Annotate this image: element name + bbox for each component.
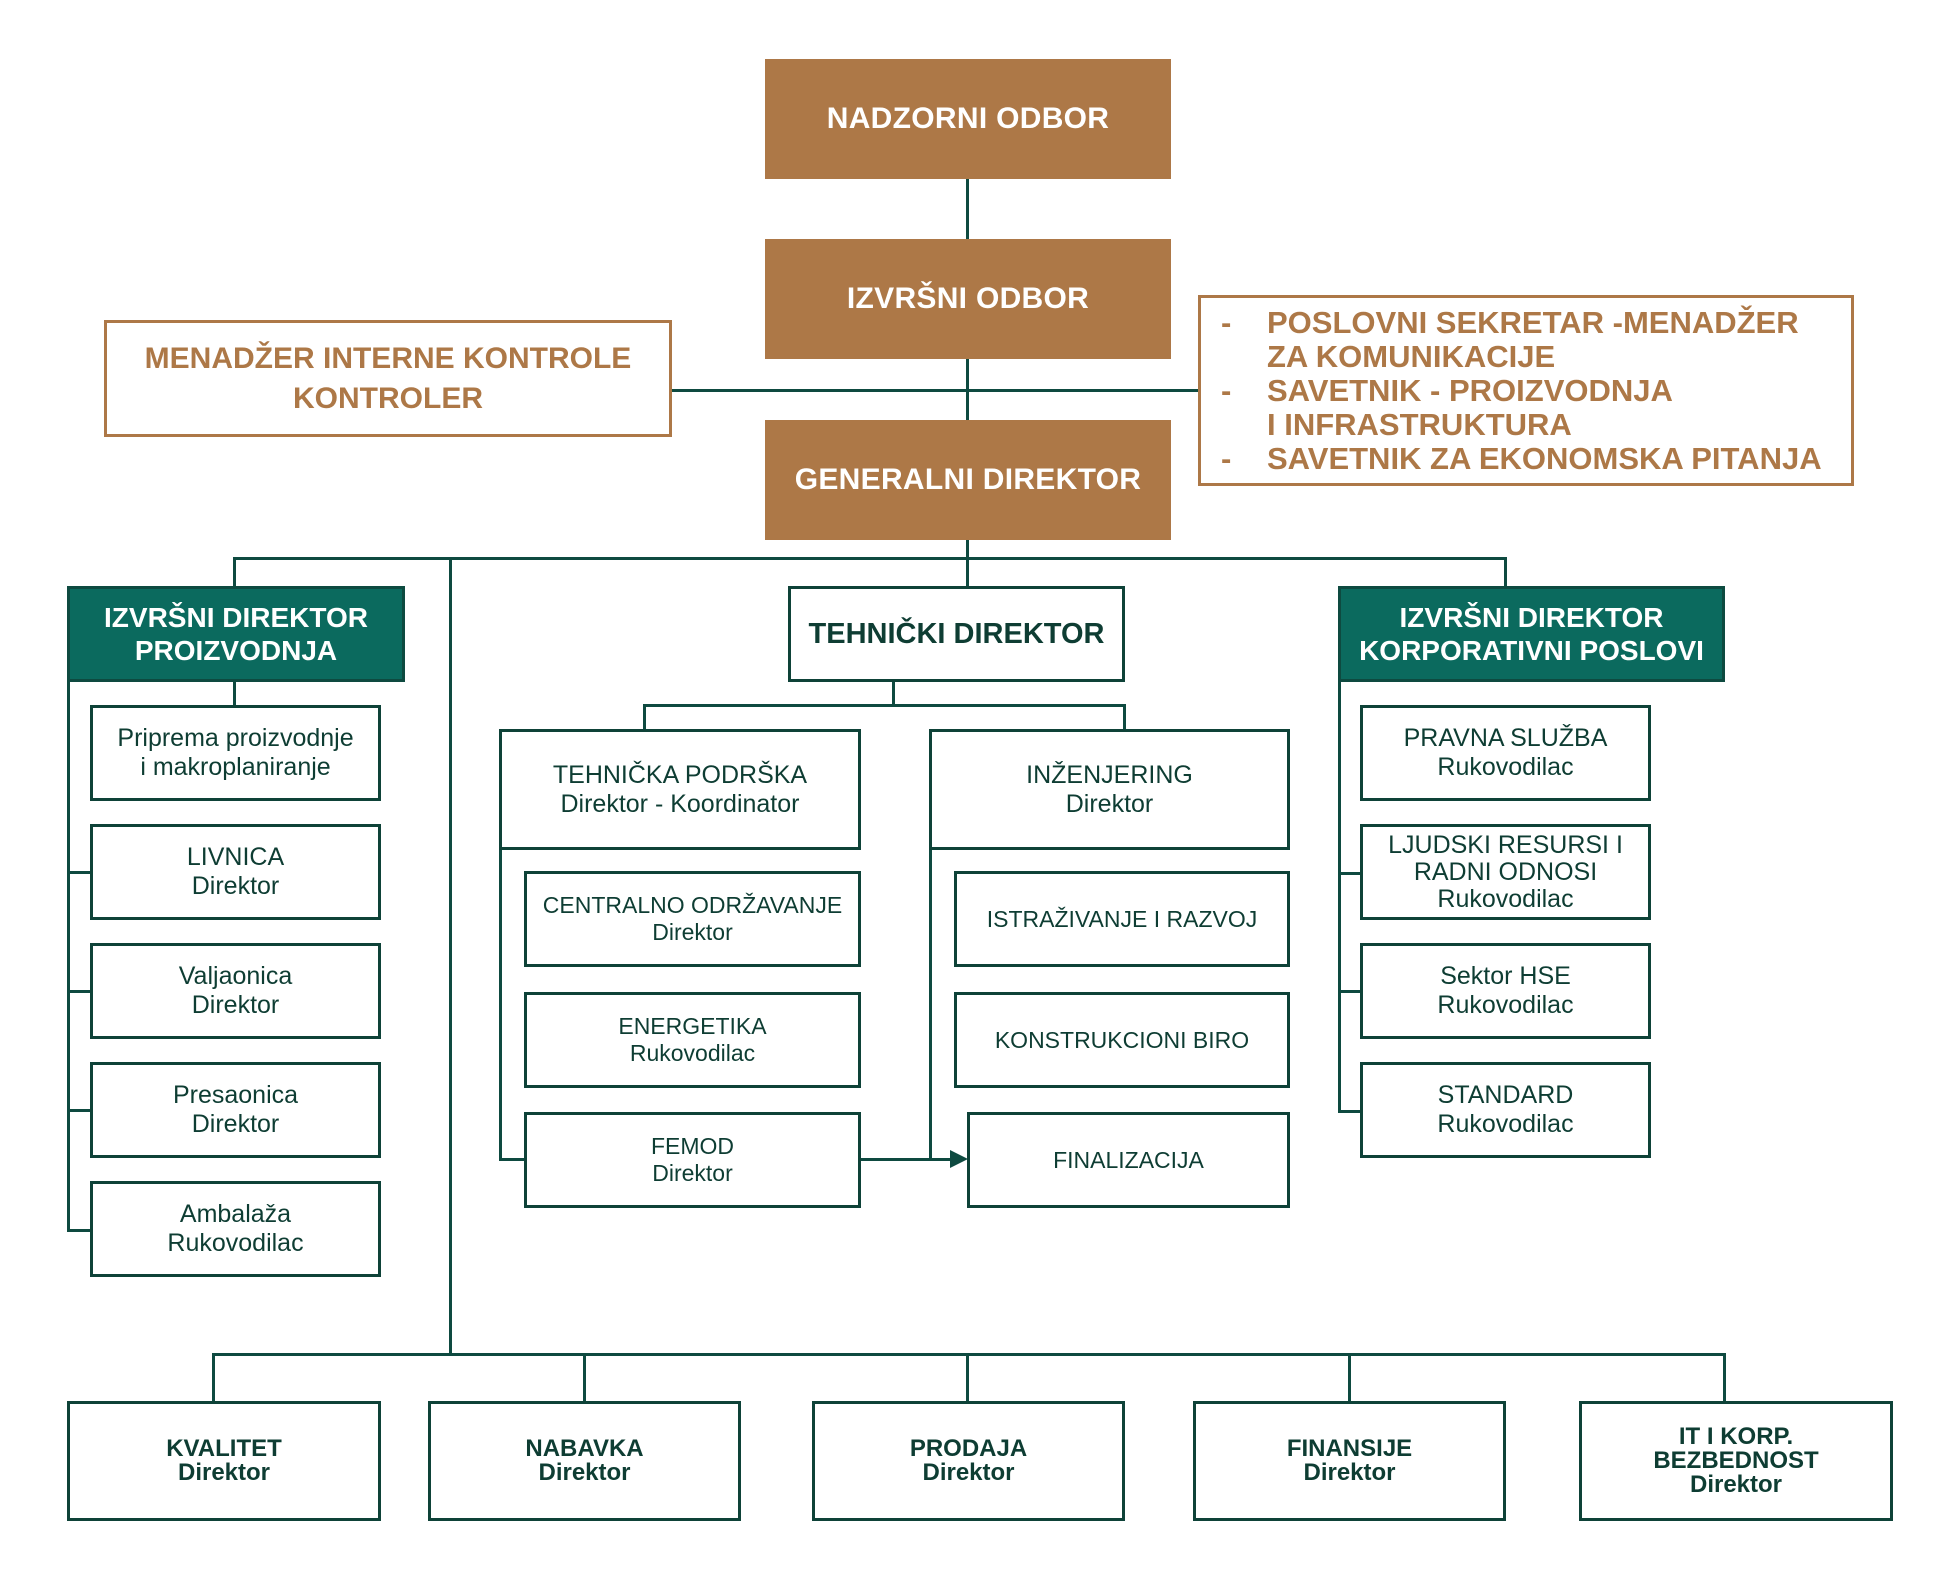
- connector-production-bracket: [67, 681, 70, 1231]
- bottom-unit-nabavka: NABAVKA Direktor: [428, 1401, 741, 1521]
- connector-production-header-down: [233, 681, 236, 705]
- connector-to-production: [233, 557, 236, 586]
- corporate-unit-hse: Sektor HSE Rukovodilac: [1360, 943, 1651, 1039]
- connector-support-bracket: [499, 849, 502, 1160]
- connector-livnica: [67, 871, 90, 874]
- bullet-dash-icon: -: [1221, 440, 1232, 476]
- connector-femod-finalizacija: [860, 1158, 952, 1161]
- engineering-node: INŽENJERING Direktor: [929, 729, 1290, 850]
- connector-hse: [1338, 990, 1360, 993]
- bottom-unit-finansije: FINANSIJE Direktor: [1193, 1401, 1506, 1521]
- connector-branch-main: [233, 557, 1507, 560]
- corporate-unit-ljudski-resursi: LJUDSKI RESURSI I RADNI ODNOSI Rukovodil…: [1360, 824, 1651, 920]
- connector-engineering-bracket: [929, 849, 932, 1160]
- advisor-item: -SAVETNIK - PROIZVODNJA: [1201, 372, 1851, 408]
- connector-supervisory-executive: [966, 179, 969, 239]
- support-unit-centralno: CENTRALNO ODRŽAVANJE Direktor: [524, 871, 861, 967]
- production-unit-valjaonica: Valjaonica Direktor: [90, 943, 381, 1039]
- corporate-unit-pravna: PRAVNA SLUŽBA Rukovodilac: [1360, 705, 1651, 801]
- connector-to-support: [643, 704, 646, 729]
- connector-ambalaza: [67, 1229, 90, 1232]
- connector-ljudski: [1338, 872, 1360, 875]
- executive-board-label: IZVRŠNI ODBOR: [846, 282, 1090, 315]
- connector-technical-down: [892, 681, 895, 705]
- connector-standard: [1338, 1110, 1360, 1113]
- production-unit-ambalaza: Ambalaža Rukovodilac: [90, 1181, 381, 1277]
- production-director-node: IZVRŠNI DIREKTOR PROIZVODNJA: [67, 586, 405, 682]
- bottom-unit-kvalitet: KVALITET Direktor: [67, 1401, 381, 1521]
- corporate-unit-standard: STANDARD Rukovodilac: [1360, 1062, 1651, 1158]
- corporate-director-node: IZVRŠNI DIREKTOR KORPORATIVNI POSLOVI: [1338, 586, 1725, 682]
- connector-corporate-bracket: [1338, 681, 1341, 1113]
- advisors-list: -POSLOVNI SEKRETAR -MENADŽER ZA KOMUNIKA…: [1201, 304, 1851, 476]
- executive-board-node: IZVRŠNI ODBOR: [765, 239, 1171, 359]
- connector-valjaonica: [67, 990, 90, 993]
- connector-kvalitet: [212, 1353, 215, 1401]
- connector-technical-branch: [643, 704, 1125, 707]
- connector-femod: [499, 1158, 525, 1161]
- production-unit-livnica: LIVNICA Direktor: [90, 824, 381, 920]
- support-unit-femod: FEMOD Direktor: [524, 1112, 861, 1208]
- engineering-unit-istrazivanje: ISTRAŽIVANJE I RAZVOJ: [954, 871, 1290, 967]
- supervisory-board-node: NADZORNI ODBOR: [765, 59, 1171, 179]
- connector-to-bottom-trunk: [449, 557, 452, 1354]
- technical-director-node: TEHNIČKI DIREKTOR: [788, 586, 1125, 682]
- bottom-unit-it: IT I KORP. BEZBEDNOST Direktor: [1579, 1401, 1893, 1521]
- technical-support-node: TEHNIČKA PODRŠKA Direktor - Koordinator: [499, 729, 861, 850]
- production-unit-priprema: Priprema proizvodnje i makroplaniranje: [90, 705, 381, 801]
- engineering-unit-finalizacija: FINALIZACIJA: [967, 1112, 1290, 1208]
- arrow-right-icon: [950, 1150, 968, 1168]
- connector-general-down: [966, 540, 969, 586]
- internal-control-line2: KONTROLER: [293, 381, 483, 415]
- general-director-node: GENERALNI DIREKTOR: [765, 420, 1171, 540]
- connector-nabavka: [583, 1353, 586, 1401]
- supervisory-board-label: NADZORNI ODBOR: [826, 102, 1110, 135]
- advisor-item-cont: ZA KOMUNIKACIJE: [1267, 338, 1556, 374]
- engineering-unit-konstrukcioni: KONSTRUKCIONI BIRO: [954, 992, 1290, 1088]
- bullet-dash-icon: -: [1221, 304, 1232, 340]
- connector-finansije: [1348, 1353, 1351, 1401]
- production-unit-presaonica: Presaonica Direktor: [90, 1062, 381, 1158]
- general-director-label: GENERALNI DIREKTOR: [794, 463, 1142, 496]
- bullet-dash-icon: -: [1221, 372, 1232, 408]
- advisor-item-cont: I INFRASTRUKTURA: [1267, 406, 1572, 442]
- internal-control-node: MENADŽER INTERNE KONTROLE KONTROLER: [104, 320, 672, 437]
- advisor-item: -SAVETNIK ZA EKONOMSKA PITANJA: [1201, 440, 1851, 476]
- connector-it: [1723, 1353, 1726, 1401]
- support-unit-energetika: ENERGETIKA Rukovodilac: [524, 992, 861, 1088]
- connector-to-corporate: [1504, 557, 1507, 586]
- internal-control-line1: MENADŽER INTERNE KONTROLE: [144, 341, 632, 375]
- connector-prodaja: [966, 1353, 969, 1401]
- bottom-unit-prodaja: PRODAJA Direktor: [812, 1401, 1125, 1521]
- connector-presaonica: [67, 1109, 90, 1112]
- connector-staff: [672, 389, 1198, 392]
- advisors-node: -POSLOVNI SEKRETAR -MENADŽER ZA KOMUNIKA…: [1198, 295, 1854, 486]
- advisor-item: -POSLOVNI SEKRETAR -MENADŽER: [1201, 304, 1851, 340]
- connector-to-engineering: [1123, 704, 1126, 729]
